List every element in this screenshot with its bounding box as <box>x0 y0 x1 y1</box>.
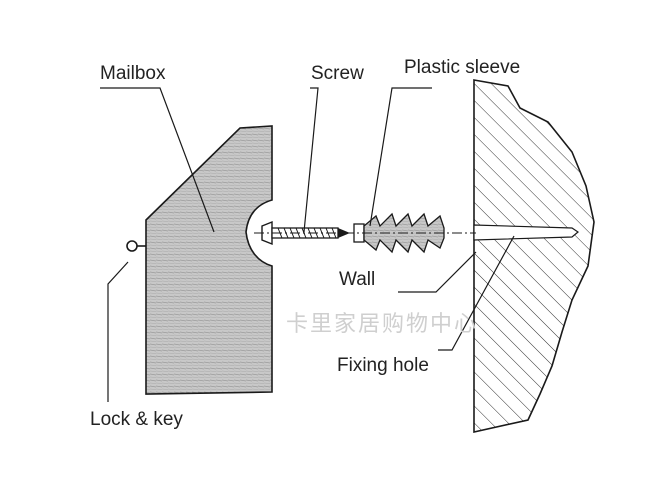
lock-key-knob <box>126 240 138 252</box>
fixing-hole-leader <box>438 235 515 351</box>
mailbox-label: Mailbox <box>100 63 166 84</box>
fixing-hole <box>473 224 580 241</box>
watermark: 卡里家居购物中心 <box>286 312 479 337</box>
plastic-sleeve-leader <box>369 87 432 227</box>
wall-label: Wall <box>339 269 376 290</box>
fixing-hole-label: Fixing hole <box>337 355 429 376</box>
wall-leader <box>398 251 477 293</box>
screw-leader <box>303 87 319 233</box>
mailbox-leader <box>100 87 215 233</box>
mailbox-body <box>145 125 273 395</box>
wall <box>473 79 595 433</box>
plastic-sleeve-label: Plastic sleeve <box>404 57 521 78</box>
lock-key-leader <box>107 261 129 402</box>
screw-label: Screw <box>311 63 364 84</box>
lock-key-label: Lock & key <box>90 409 183 430</box>
